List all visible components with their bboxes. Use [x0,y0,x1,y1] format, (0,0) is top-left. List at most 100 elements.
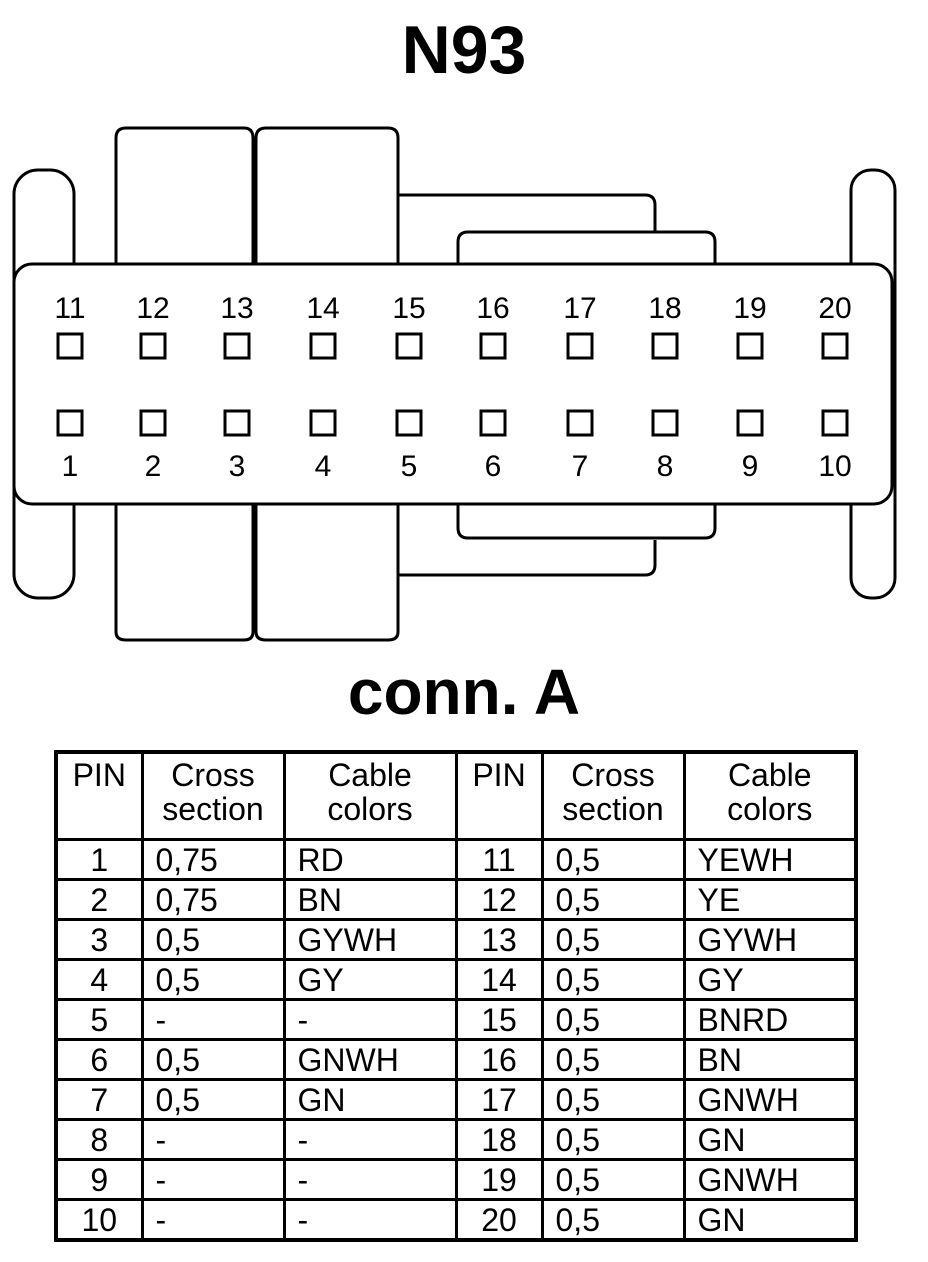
cable-color-cell: YEWH [682,837,858,882]
pin-number: 6 [485,450,502,483]
cross-section-cell: 0,5 [540,837,686,882]
pin-number: 7 [572,450,589,483]
cable-color-cell: GYWH [682,918,858,962]
cross-section-cell: 0,5 [540,1118,686,1162]
pin-cell: 4 [54,958,144,1002]
header-cross-section: Cross section [140,750,286,841]
cross-section-cell: - [140,1118,286,1162]
header-pin: PIN [454,750,544,841]
pin-socket [736,332,764,360]
cable-color-cell: GN [282,1078,458,1122]
pin-cell: 18 [454,1118,544,1162]
pin-number: 19 [733,292,766,325]
pin-number: 13 [220,292,253,325]
cross-section-cell: 0,5 [540,1078,686,1122]
pin-socket [395,409,423,437]
cross-section-cell: - [140,1198,286,1242]
pin-socket [651,332,679,360]
pin-number: 12 [136,292,169,325]
cable-color-cell: GNWH [682,1078,858,1122]
pin-number: 10 [818,450,851,483]
cross-section-cell: 0,5 [140,1038,286,1082]
cross-section-cell: 0,5 [540,878,686,922]
cable-color-cell: BNRD [682,998,858,1042]
pin-cell: 16 [454,1038,544,1082]
pin-cell: 2 [54,878,144,922]
cross-section-cell: 0,5 [540,958,686,1002]
cable-color-cell: BN [282,878,458,922]
header-cable-colors: Cable colors [282,750,458,841]
pin-cell: 20 [454,1198,544,1242]
pin-number: 2 [145,450,162,483]
pin-number: 17 [563,292,596,325]
cross-section-cell: - [140,1158,286,1202]
cross-section-cell: - [140,998,286,1042]
cross-section-cell: 0,5 [140,958,286,1002]
pin-socket [651,409,679,437]
cross-section-cell: 0,75 [140,837,286,882]
cable-color-cell: GYWH [282,918,458,962]
cross-section-cell: 0,5 [140,918,286,962]
pin-cell: 7 [54,1078,144,1122]
cable-color-cell: - [282,1198,458,1242]
pin-number: 20 [818,292,851,325]
top-step [398,193,657,232]
pin-cell: 10 [54,1198,144,1242]
pin-cell: 5 [54,998,144,1042]
pin-socket [566,332,594,360]
cable-color-cell: YE [682,878,858,922]
cable-color-cell: - [282,998,458,1042]
pin-number: 8 [657,450,674,483]
pin-cell: 13 [454,918,544,962]
pin-number: 11 [54,292,85,325]
pin-socket [736,409,764,437]
pin-socket [566,409,594,437]
pin-socket [139,332,167,360]
pin-number: 15 [392,292,425,325]
cable-color-cell: - [282,1158,458,1202]
cross-section-cell: 0,5 [540,998,686,1042]
pin-number: 1 [62,450,79,483]
pin-number: 9 [742,450,759,483]
top-block-left [114,126,255,270]
cross-section-cell: 0,5 [540,1038,686,1082]
pin-cell: 8 [54,1118,144,1162]
cross-section-cell: 0,5 [540,1198,686,1242]
pin-number: 3 [229,450,246,483]
pin-socket [821,332,849,360]
pin-cell: 17 [454,1078,544,1122]
cable-color-cell: - [282,1118,458,1162]
pin-number: 18 [648,292,681,325]
connector-body [12,262,894,506]
pin-cell: 15 [454,998,544,1042]
pin-socket [395,332,423,360]
pin-socket [309,332,337,360]
pin-number: 14 [306,292,339,325]
pin-cell: 9 [54,1158,144,1202]
pin-socket [56,409,84,437]
table-header-row: PIN Cross section Cable colors PIN Cross… [54,750,858,841]
bottom-block-left [114,500,255,642]
pin-cell: 12 [454,878,544,922]
pin-cell: 1 [54,837,144,882]
cross-section-cell: 0,5 [140,1078,286,1122]
pin-cell: 3 [54,918,144,962]
header-cable-colors: Cable colors [682,750,858,841]
cable-color-cell: GNWH [682,1158,858,1202]
cable-color-cell: GN [682,1118,858,1162]
header-cross-section: Cross section [540,750,686,841]
pin-number: 4 [315,450,332,483]
pin-socket [309,409,337,437]
pin-socket [223,409,251,437]
pin-socket [223,332,251,360]
connector-subtitle: conn. A [347,656,581,728]
